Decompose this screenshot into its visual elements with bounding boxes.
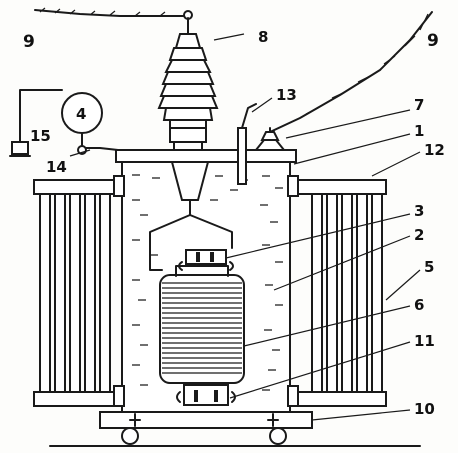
trolley-base [49, 411, 421, 447]
label-6: 6 [414, 296, 424, 314]
bushing-funnel [170, 161, 210, 201]
label-8: 8 [258, 28, 268, 46]
drain-valve [9, 93, 31, 157]
radiator-right [287, 175, 387, 407]
label-7: 7 [414, 96, 424, 114]
label-11: 11 [414, 332, 435, 350]
radiator-left [33, 175, 125, 407]
label-3: 3 [414, 202, 424, 220]
thermometer-pocket [237, 103, 257, 185]
label-2: 2 [414, 226, 424, 244]
label-13: 13 [276, 86, 297, 104]
label-9-left: 9 [23, 32, 35, 52]
overhead-line-right [269, 11, 433, 133]
label-10: 10 [414, 400, 435, 418]
label-12: 12 [424, 141, 445, 159]
label-15: 15 [30, 127, 51, 145]
lv-bushing [253, 127, 287, 151]
core-top-clamp [178, 249, 234, 271]
overhead-line-left [34, 9, 187, 17]
tank-lid [115, 149, 297, 163]
label-9-right: 9 [427, 31, 439, 51]
winding-coil [159, 265, 245, 384]
pressure-gauge [19, 89, 119, 155]
label-1: 1 [414, 122, 424, 140]
core-bottom-clamp [176, 384, 236, 406]
leader-lines [69, 33, 421, 421]
label-14: 14 [46, 158, 67, 176]
label-4: 4 [76, 105, 86, 123]
hv-bushing [157, 17, 219, 153]
label-5: 5 [424, 258, 434, 276]
hv-lead [149, 214, 233, 271]
